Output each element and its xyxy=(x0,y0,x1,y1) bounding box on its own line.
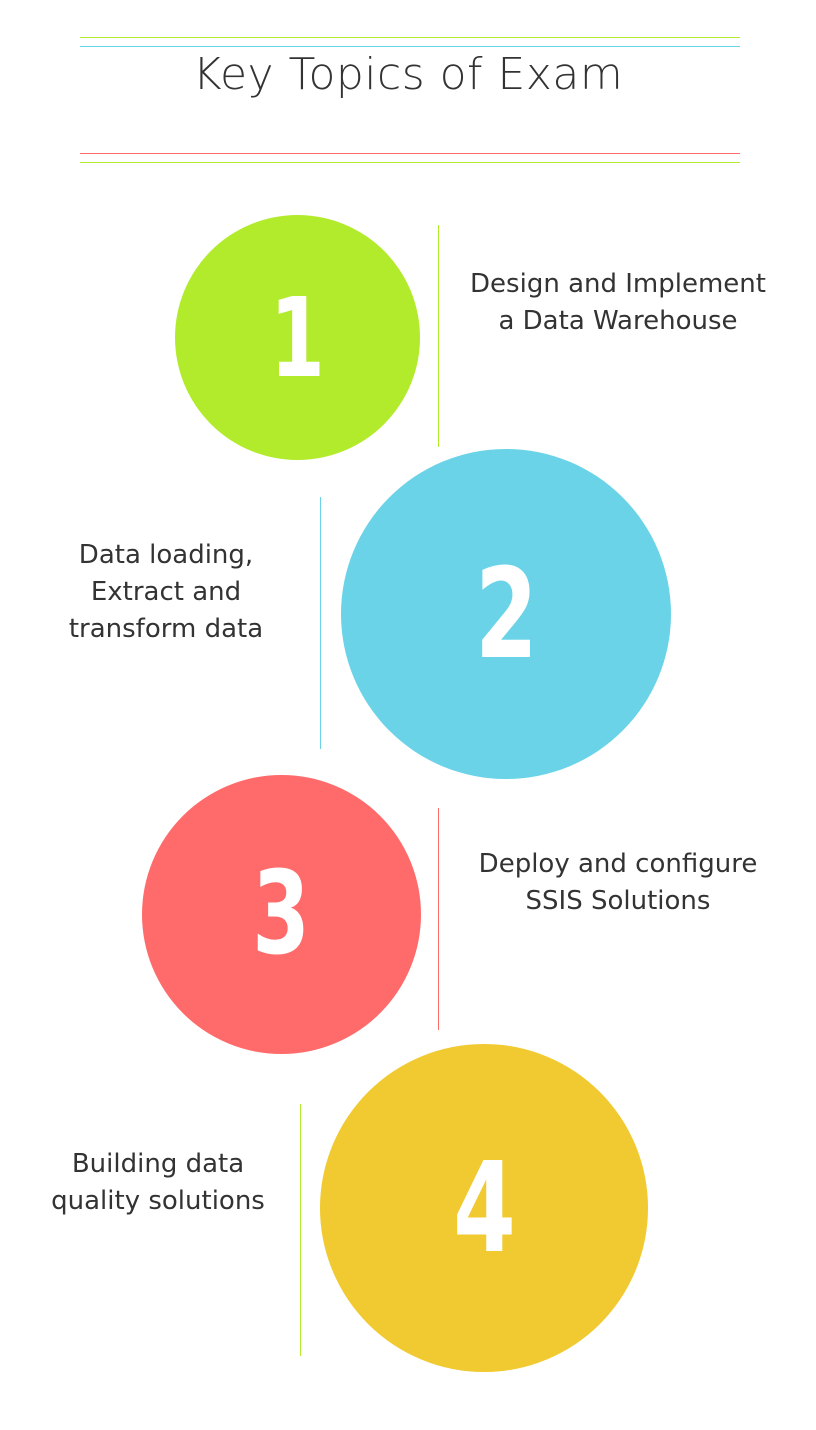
topic-4-number: 4 xyxy=(452,1135,516,1281)
topic-2-label-line: transform data xyxy=(68,614,264,644)
header-line-bottom-red xyxy=(80,153,740,154)
topic-4-divider xyxy=(300,1104,301,1356)
topic-2-divider xyxy=(320,497,321,749)
topic-2-circle: 2 xyxy=(341,449,671,779)
topic-4-label-line: Building data xyxy=(71,1149,245,1179)
topic-3-label-line: SSIS Solutions xyxy=(525,886,711,916)
topic-1-label: Design and Implement a Data Warehouse xyxy=(448,266,788,340)
topic-2-label-line: Extract and xyxy=(90,577,242,607)
header-line-bottom-green xyxy=(80,162,740,163)
topic-1-divider xyxy=(438,225,439,447)
header-line-top-blue xyxy=(80,46,740,47)
header-line-top-green xyxy=(80,37,740,38)
topic-4-label-line: quality solutions xyxy=(51,1186,265,1216)
topic-3-divider xyxy=(438,808,439,1030)
topic-1-label-line: a Data Warehouse xyxy=(498,306,738,336)
topic-3-circle: 3 xyxy=(142,775,421,1054)
topic-3-label: Deploy and configure SSIS Solutions xyxy=(448,846,788,920)
topic-2-label: Data loading, Extract and transform data xyxy=(20,537,312,648)
topic-1-label-line: Design and Implement xyxy=(470,269,766,299)
page-title: Key Topics of Exam xyxy=(192,49,624,100)
topic-3-number: 3 xyxy=(252,847,311,981)
topic-4-circle: 4 xyxy=(320,1044,648,1372)
topic-2-number: 2 xyxy=(474,541,538,687)
topic-1-circle: 1 xyxy=(175,215,420,460)
topic-3-label-line: Deploy and configure xyxy=(478,849,758,879)
topic-2-label-line: Data loading, xyxy=(78,540,254,570)
topic-1-number: 1 xyxy=(269,273,326,402)
topic-4-label: Building data quality solutions xyxy=(14,1146,302,1220)
